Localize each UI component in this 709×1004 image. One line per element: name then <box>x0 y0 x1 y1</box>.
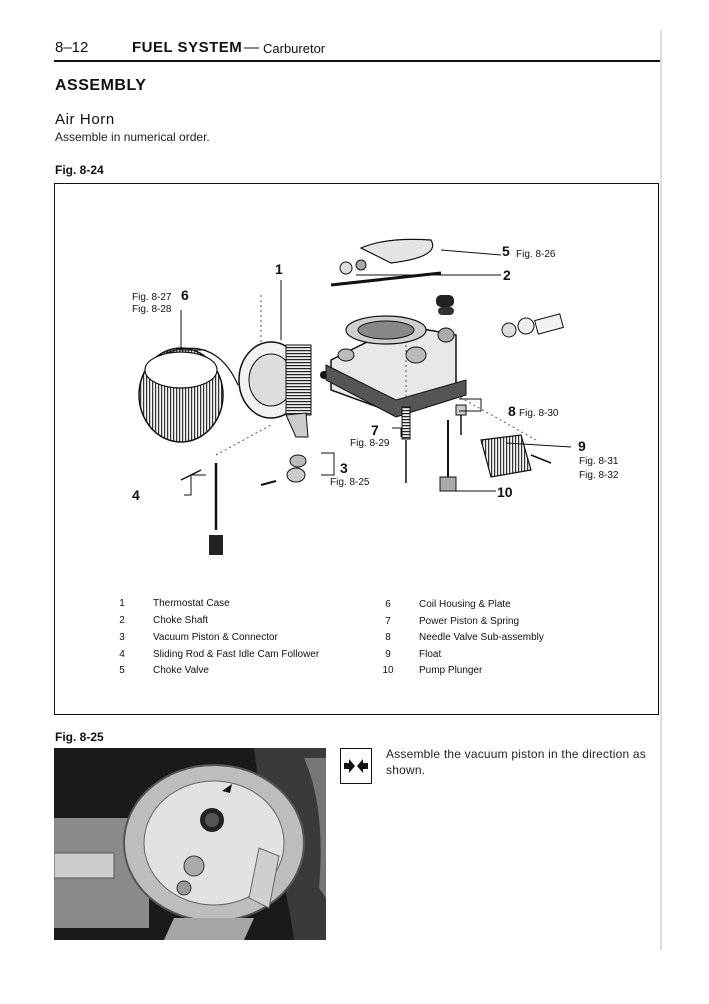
section-title: ASSEMBLY <box>55 77 147 94</box>
float <box>480 434 552 478</box>
header-dash: — <box>244 39 259 56</box>
legend-text: Thermostat Case <box>153 598 230 609</box>
legend-num: 3 <box>119 632 125 643</box>
banjo-fitting <box>501 313 564 338</box>
page-number: 8–12 <box>55 39 89 56</box>
instruction-text: Assemble the vacuum piston in the direct… <box>386 747 646 777</box>
figure-frame <box>54 183 659 715</box>
callout-10: 10 <box>497 484 513 500</box>
legend-text: Choke Valve <box>153 665 209 676</box>
callout-7: 7 <box>371 422 379 438</box>
callout-7-ref: Fig. 8-29 <box>350 438 390 449</box>
bellows-boot <box>436 295 454 315</box>
callout-6-ref-a: Fig. 8-27 <box>132 292 172 303</box>
header-rule <box>54 60 662 62</box>
carburetor-body <box>325 315 467 418</box>
intro-text: Assemble in numerical order. <box>55 130 210 144</box>
callout-6: 6 <box>181 287 189 303</box>
page-edge <box>660 30 662 950</box>
thermostat-case <box>238 341 328 438</box>
arrows-pointing-inward-icon <box>340 748 372 784</box>
legend-num: 8 <box>385 632 391 643</box>
legend-text: Coil Housing & Plate <box>419 599 511 610</box>
callout-3-ref: Fig. 8-25 <box>330 477 370 488</box>
figure-label: Fig. 8-24 <box>55 163 104 177</box>
callout-4: 4 <box>132 487 140 503</box>
coil-housing-cap <box>138 347 239 443</box>
callout-8-ref: Fig. 8-30 <box>519 408 559 419</box>
callout-3: 3 <box>340 460 348 476</box>
vacuum-piston <box>260 454 307 486</box>
legend-text: Sliding Rod & Fast Idle Cam Follower <box>153 649 320 660</box>
legend-num: 10 <box>382 665 394 676</box>
legend-text: Pump Plunger <box>419 665 483 676</box>
choke-shaft <box>330 259 442 287</box>
legend-num: 5 <box>119 665 125 676</box>
callout-9-ref-b: Fig. 8-32 <box>579 470 619 481</box>
needle-valve <box>455 404 467 435</box>
legend-text: Needle Valve Sub-assembly <box>419 632 544 643</box>
choke-valve-plate <box>359 238 434 264</box>
legend-text: Power Piston & Spring <box>419 616 520 627</box>
subsection-title: Air Horn <box>55 111 115 128</box>
legend-num: 1 <box>119 598 125 609</box>
callout-2: 2 <box>503 267 511 283</box>
callout-5-ref: Fig. 8-26 <box>516 249 556 260</box>
callout-5: 5 <box>502 243 510 259</box>
exploded-carburetor-diagram <box>138 238 572 555</box>
legend-text: Choke Shaft <box>153 615 209 626</box>
pump-plunger <box>439 420 457 492</box>
assembly-guide-lines <box>215 295 537 456</box>
legend-num: 4 <box>119 649 125 660</box>
vacuum-piston-photo <box>54 748 326 940</box>
chapter-title: FUEL SYSTEM <box>132 39 243 56</box>
figure-label: Fig. 8-25 <box>55 730 104 744</box>
legend-num: 6 <box>385 599 391 610</box>
power-piston <box>401 406 411 483</box>
callout-9-ref-a: Fig. 8-31 <box>579 456 619 467</box>
leader-lines <box>180 249 572 496</box>
callout-9: 9 <box>578 438 586 454</box>
callout-1: 1 <box>275 261 283 277</box>
legend-text: Float <box>419 649 442 660</box>
legend-num: 7 <box>385 616 391 627</box>
callout-8: 8 <box>508 403 516 419</box>
legend-num: 2 <box>119 615 125 626</box>
legend-num: 9 <box>385 649 391 660</box>
sliding-rod <box>180 463 223 555</box>
callout-6-ref-b: Fig. 8-28 <box>132 304 172 315</box>
legend-text: Vacuum Piston & Connector <box>153 632 278 643</box>
chapter-subtitle: Carburetor <box>263 41 326 56</box>
